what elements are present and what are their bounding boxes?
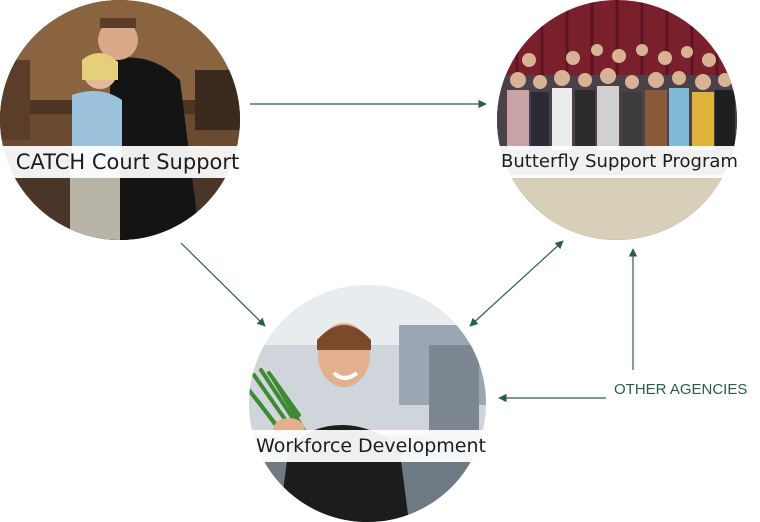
other-agencies-label: OTHER AGENCIES xyxy=(614,381,748,398)
workforce-development-label: Workforce Development xyxy=(240,430,502,462)
workforce-development-photo xyxy=(249,285,486,522)
arrow-workforce-butterfly xyxy=(469,240,564,327)
butterfly-support-program-label: Butterfly Support Program xyxy=(487,146,752,178)
butterfly-program-photo xyxy=(497,0,737,240)
catch-court-photo xyxy=(0,0,240,240)
catch-court-support-label: CATCH Court Support xyxy=(0,146,255,178)
arrow-catch-to-workforce xyxy=(180,242,266,327)
